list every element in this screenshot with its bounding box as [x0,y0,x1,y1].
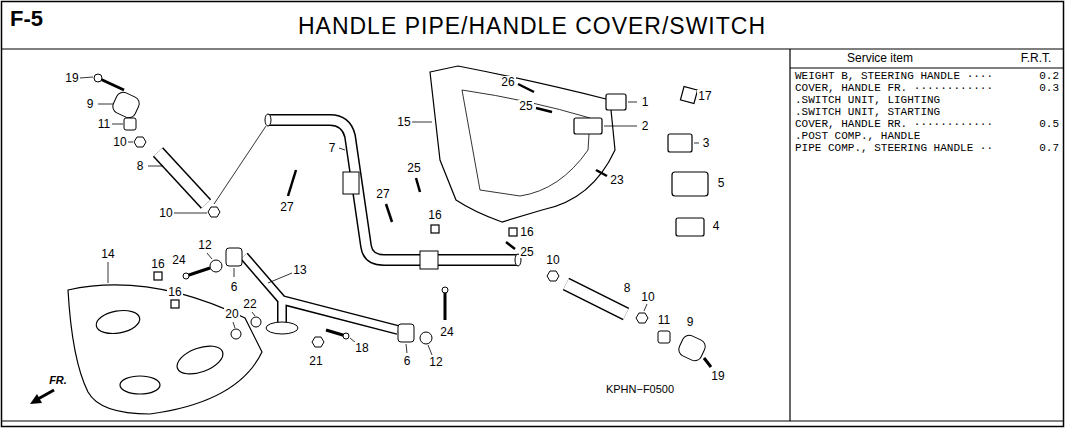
table-cell: PIPE COMP., STEERING HANDLE ·· [795,142,993,154]
table-cell: WEIGHT B, STEERING HANDLE ···· [795,70,993,82]
callout-number: 19 [64,72,79,84]
table-value: 0.3 [1039,82,1059,94]
table-value: 0.7 [1039,142,1059,154]
leader-lines [80,77,699,355]
callout-number: 8 [136,160,145,172]
callout-number: 3 [702,137,711,149]
table-cell: .SWITCH UNIT, STARTING [795,106,940,118]
callout-number: 27 [279,201,294,213]
callout-number: 1 [641,96,650,108]
callout-number: 25 [406,162,421,174]
callout-number: 21 [308,355,323,367]
handle-post [183,248,448,347]
callout-number: 2 [641,120,650,132]
drawing-code: KPHN−F0500 [606,383,674,395]
callout-number: 10 [112,136,127,148]
table-header: F.R.T. [1021,52,1052,65]
callout-number: 6 [403,355,412,367]
callout-number: 20 [224,308,239,320]
callout-number: 15 [396,116,411,128]
callout-number: 24 [439,326,454,338]
callout-number: 9 [86,98,95,110]
table-cell: .POST COMP., HANDLE [795,130,920,142]
callout-number: 13 [292,264,307,276]
callout-number: 16 [167,286,182,298]
table-value: 0.2 [1039,70,1059,82]
callout-number: 7 [328,142,337,154]
callout-number: 23 [609,174,624,186]
callout-number: 19 [710,370,725,382]
callout-number: 10 [158,207,173,219]
callout-number: 18 [354,342,369,354]
left-bar-end [94,74,266,217]
table-header: Service item [847,52,913,65]
direction-label: FR. [48,374,68,386]
front-cover [68,272,262,414]
callout-number: 17 [697,90,712,102]
callout-number: 22 [242,298,257,310]
switch-units [574,86,708,236]
table-cell: COVER, HANDLE FR. ············ [795,82,993,94]
callout-number: 26 [500,76,515,88]
callout-number: 11 [97,118,111,130]
callout-number: 12 [197,239,212,251]
page-title: HANDLE PIPE/HANDLE COVER/SWITCH [298,14,766,39]
callout-number: 11 [657,314,671,326]
callout-number: 8 [623,282,632,294]
callout-number: 6 [230,281,239,293]
callout-number: 27 [375,188,390,200]
callout-number: 24 [171,254,186,266]
page-code: F-5 [10,7,43,31]
table-cell: .SWITCH UNIT, LIGHTING [795,94,940,106]
table-value: 0.5 [1039,118,1059,130]
callout-number: 14 [100,248,115,260]
callout-number: 25 [519,246,534,258]
callout-number: 16 [150,258,165,270]
right-bar-end [547,271,711,367]
callout-number: 16 [519,226,534,238]
callout-number: 5 [717,177,726,189]
rear-cover [288,66,615,249]
callout-number: 9 [686,316,695,328]
callout-number: 12 [428,356,443,368]
table-cell: COVER, HANDLE RR. ············ [795,118,993,130]
front-arrow [30,390,54,404]
callout-number: 4 [712,220,721,232]
callout-number: 10 [545,254,560,266]
callout-number: 25 [518,100,533,112]
callout-number: 16 [427,209,442,221]
callout-number: 10 [640,291,655,303]
